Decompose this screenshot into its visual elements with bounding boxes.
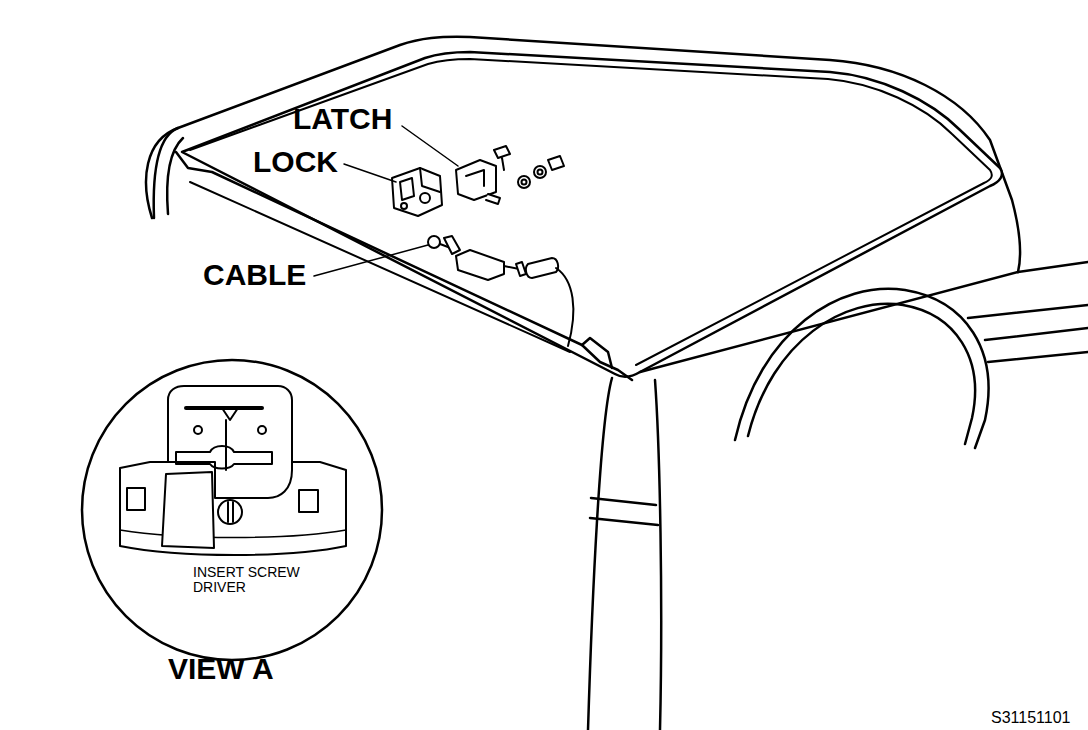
view-a-detail-stroke	[168, 386, 292, 498]
view-a-detail-stroke	[222, 408, 238, 420]
view-title: VIEW A	[168, 653, 274, 685]
view-a-detail-stroke	[299, 490, 318, 512]
car-body-stroke	[988, 352, 1088, 362]
leader-lines-stroke	[314, 245, 428, 276]
car-body-stroke	[640, 272, 1018, 372]
cable-part-stroke	[456, 250, 504, 280]
view-a-detail	[82, 360, 382, 660]
car-body-stroke	[591, 498, 656, 505]
view-a-detail-stroke	[258, 426, 266, 434]
bolt-and-nuts-stroke	[494, 146, 510, 158]
bolt-and-nuts-stroke	[548, 156, 564, 170]
car-body-stroke	[655, 380, 661, 730]
lock-part-stroke	[392, 168, 442, 216]
figure-number: S31151101	[991, 710, 1070, 727]
bolt-and-nuts	[494, 146, 564, 188]
latch-part-stroke	[466, 170, 484, 186]
car-body-stroke	[582, 338, 612, 368]
cable-part-stroke	[526, 258, 558, 278]
car-body-stroke	[735, 289, 988, 448]
lock-part-stroke	[401, 203, 407, 209]
car-body-stroke	[748, 304, 975, 444]
cable-part-stroke	[556, 268, 573, 346]
lock-part-stroke	[420, 168, 440, 192]
car-body-stroke	[985, 328, 1088, 340]
car-body-stroke	[590, 518, 658, 525]
latch-part	[456, 160, 500, 204]
car-body-stroke	[968, 305, 1088, 318]
car-body-stroke	[190, 59, 992, 365]
view-a-detail-stroke	[225, 420, 227, 470]
bolt-and-nuts-stroke	[518, 176, 530, 188]
car-body-stroke	[1018, 262, 1088, 272]
view-a-detail-stroke	[218, 500, 242, 524]
note-text: INSERT SCREW DRIVER	[193, 565, 343, 594]
cable-part-stroke	[428, 236, 440, 248]
view-a-detail-stroke	[228, 502, 233, 522]
car-body-stroke	[190, 182, 570, 352]
car-body-stroke	[176, 152, 632, 380]
bolt-and-nuts-stroke	[534, 166, 546, 178]
cable-part-stroke	[444, 236, 460, 254]
view-a-detail-stroke	[162, 472, 214, 548]
lock-part-stroke	[420, 193, 430, 203]
leader-lines-stroke	[402, 126, 458, 166]
part-label: CABLE	[203, 259, 306, 291]
car-body-stroke	[167, 138, 183, 214]
cable-part-stroke	[516, 262, 526, 276]
bolt-and-nuts-stroke	[538, 170, 543, 175]
bolt-and-nuts-stroke	[502, 158, 504, 170]
car-body-stroke	[588, 378, 612, 730]
view-a-detail-stroke	[82, 360, 382, 660]
view-a-detail-stroke	[176, 446, 272, 469]
part-label: LATCH	[293, 103, 392, 135]
lock-part-stroke	[400, 178, 414, 200]
part-label: LOCK	[253, 146, 338, 178]
view-a-detail-stroke	[194, 426, 202, 434]
leader-lines-stroke	[344, 164, 396, 182]
bolt-and-nuts-stroke	[522, 180, 527, 185]
view-a-detail-stroke	[120, 530, 346, 538]
cable-part	[428, 236, 573, 346]
view-a-detail-stroke	[127, 488, 145, 510]
latch-part-stroke	[486, 194, 500, 204]
lock-part	[392, 168, 442, 216]
car-body-stroke	[154, 128, 178, 218]
